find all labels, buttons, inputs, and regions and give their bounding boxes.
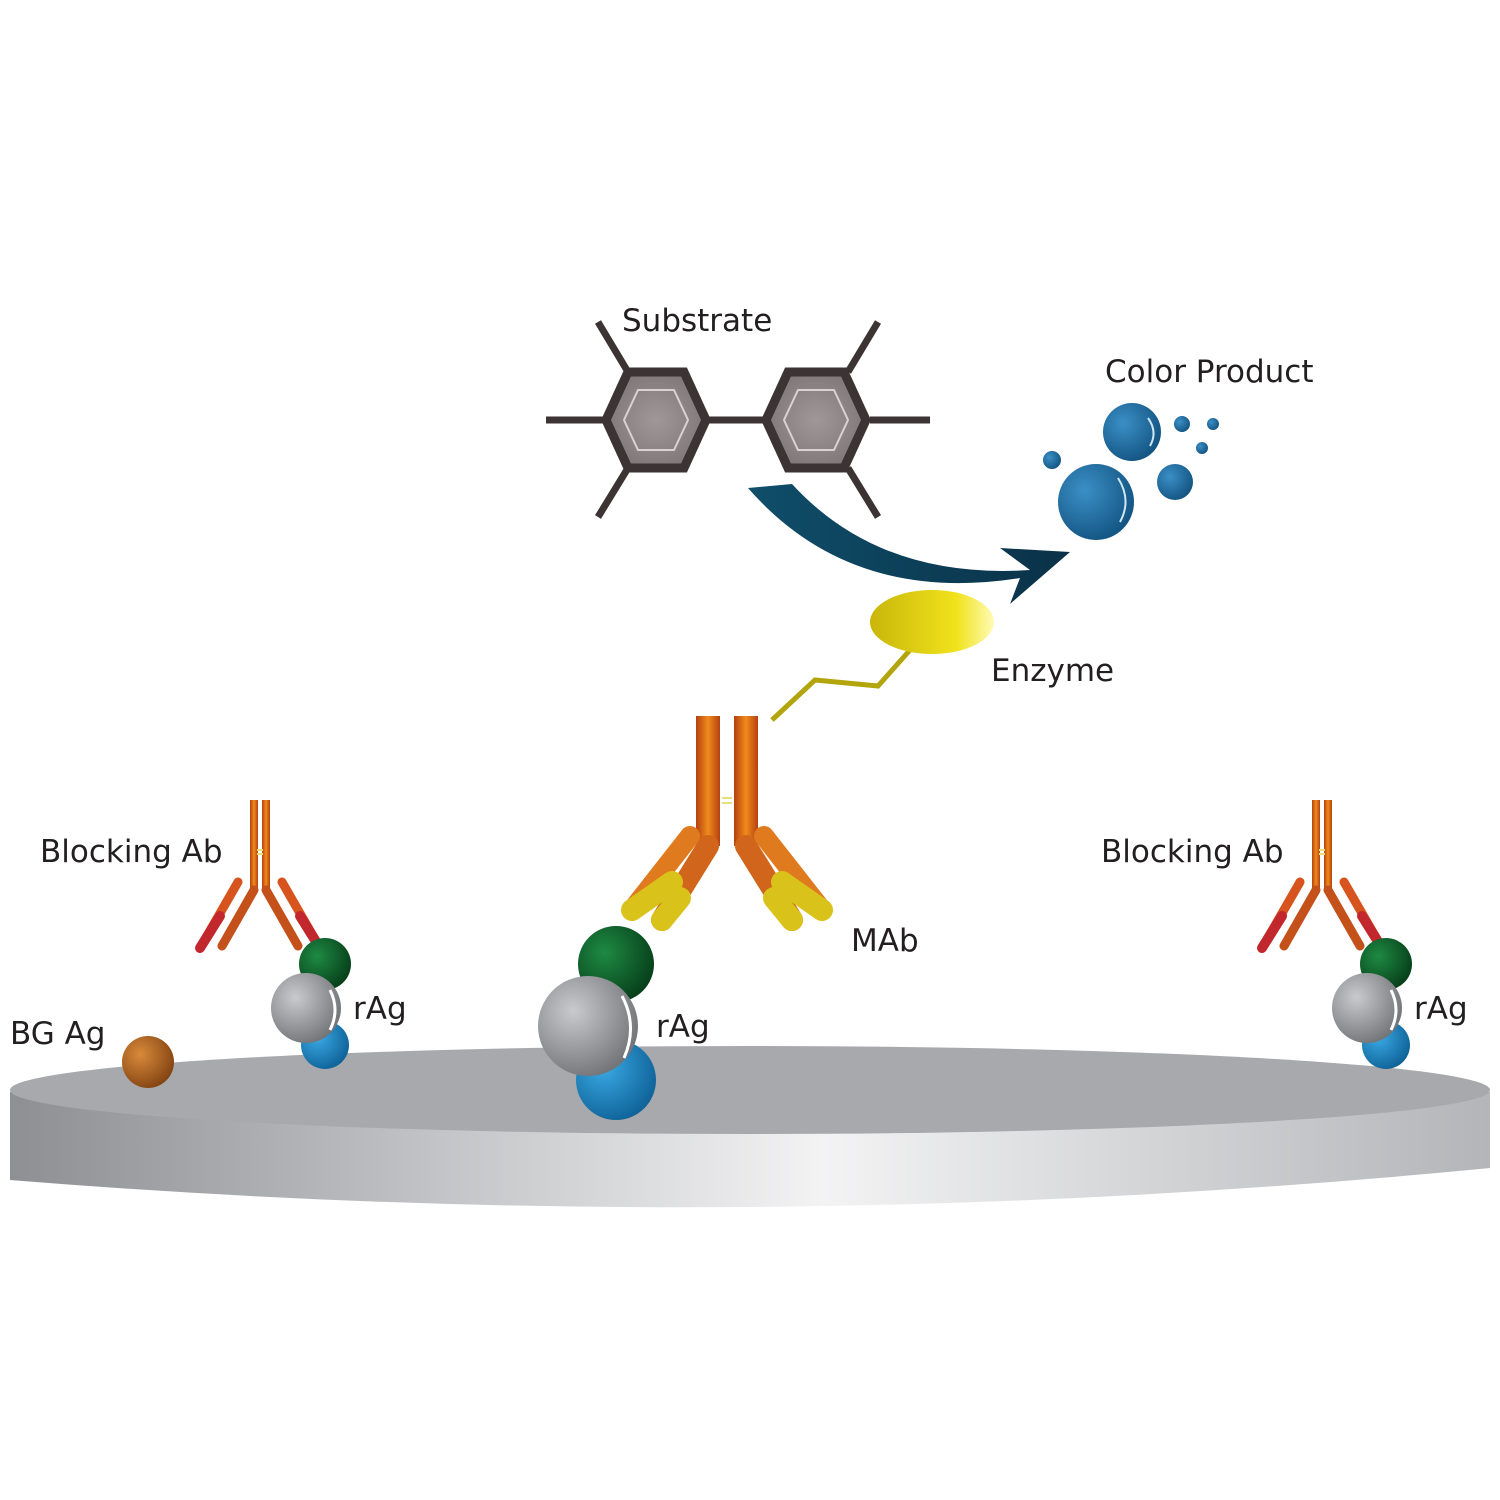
enzyme-icon: [770, 590, 994, 722]
blocking-ab-left-label: Blocking Ab: [40, 834, 223, 870]
rag-left-icon: [271, 938, 351, 1069]
mab-label: MAb: [851, 923, 919, 959]
color-product-bubbles-icon: [1043, 403, 1219, 540]
rag-right-icon: [1332, 938, 1412, 1069]
reaction-arrow-icon: [748, 484, 1070, 604]
blocking-antibody-right-icon: [1262, 800, 1382, 948]
substrate-label: Substrate: [622, 303, 773, 339]
bg-antigen-icon: [122, 1036, 174, 1088]
blocking-ab-right-label: Blocking Ab: [1101, 834, 1284, 870]
rag-left-label: rAg: [353, 991, 407, 1027]
blocking-antibody-left-icon: [200, 800, 320, 948]
rag-right-label: rAg: [1414, 991, 1468, 1027]
plate: [10, 1046, 1490, 1208]
mab-antibody-icon: [621, 716, 833, 931]
bg-ag-label: BG Ag: [10, 1016, 106, 1052]
rag-center-icon: [538, 926, 656, 1120]
enzyme-label: Enzyme: [991, 653, 1115, 689]
rag-center-label: rAg: [656, 1009, 710, 1045]
substrate-molecule-icon: [546, 320, 930, 519]
color-product-label: Color Product: [1105, 354, 1314, 390]
